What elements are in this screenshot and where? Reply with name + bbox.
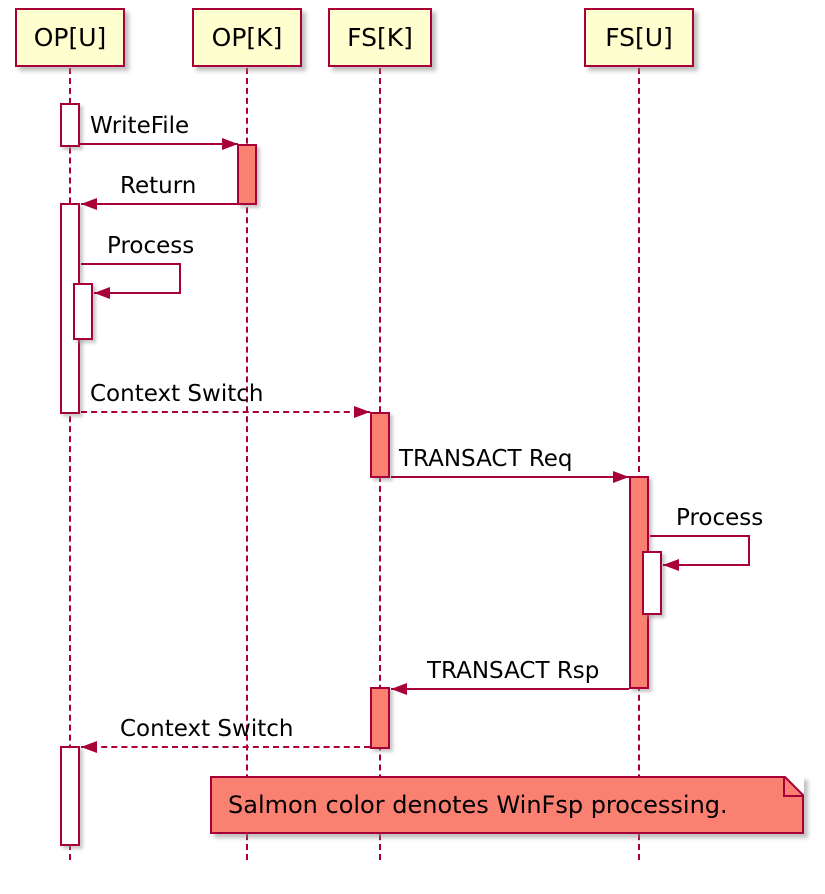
message-context-switch-2-line [81,746,370,748]
message-context-switch-2-arrowhead-icon [81,741,97,753]
activation-fs-k-2 [370,687,390,749]
participant-op-k-label: OP[K] [211,23,283,52]
activation-fs-k-1 [370,412,390,478]
message-writefile-label: WriteFile [90,113,190,139]
activation-fs-u-nested [642,551,662,615]
message-process-op-line-down [179,263,181,294]
note-text: Salmon color denotes WinFsp processing. [228,791,728,819]
message-process-fs-line-back [663,564,750,566]
message-transact-req-arrowhead-icon [613,471,629,483]
message-transact-rsp-arrowhead-icon [391,683,407,695]
message-transact-rsp-label: TRANSACT Rsp [427,658,600,684]
activation-op-k [237,144,257,205]
note-fold-icon [783,776,804,797]
message-return-label: Return [120,173,197,199]
participant-op-u: OP[U] [15,8,125,67]
message-transact-rsp-line [391,688,629,690]
participant-op-k: OP[K] [192,8,302,67]
message-context-switch-1-line [81,411,370,413]
participant-fs-k: FS[K] [328,8,432,67]
activation-op-u-1 [60,103,80,147]
activation-op-u-3 [60,746,80,846]
message-context-switch-1-arrowhead-icon [354,406,370,418]
message-process-fs-line-down [748,535,750,566]
message-process-op-line-out [81,263,181,265]
message-context-switch-2-label: Context Switch [120,716,294,742]
message-process-fs-label: Process [676,505,764,531]
participant-fs-u-label: FS[U] [605,23,673,52]
message-process-fs-arrowhead-icon [663,559,679,571]
lifeline-op-k [246,68,248,860]
participant-op-u-label: OP[U] [33,23,107,52]
lifeline-op-u [69,68,71,860]
message-transact-req-label: TRANSACT Req [399,446,573,472]
participant-fs-u: FS[U] [584,8,694,67]
participant-fs-k-label: FS[K] [347,23,413,52]
lifeline-fs-u [638,68,640,860]
message-transact-req-line [391,476,629,478]
message-process-fs-line-out [650,535,750,537]
message-writefile-arrowhead-icon [222,138,238,150]
message-context-switch-1-label: Context Switch [90,381,264,407]
message-writefile-line [80,143,238,145]
activation-op-u-nested [73,283,93,340]
message-process-op-arrowhead-icon [94,287,110,299]
message-return-arrowhead-icon [81,198,97,210]
message-process-op-label: Process [107,233,195,259]
message-return-line [81,203,237,205]
message-process-op-line-back [94,292,181,294]
processing-note: Salmon color denotes WinFsp processing. [210,776,804,834]
